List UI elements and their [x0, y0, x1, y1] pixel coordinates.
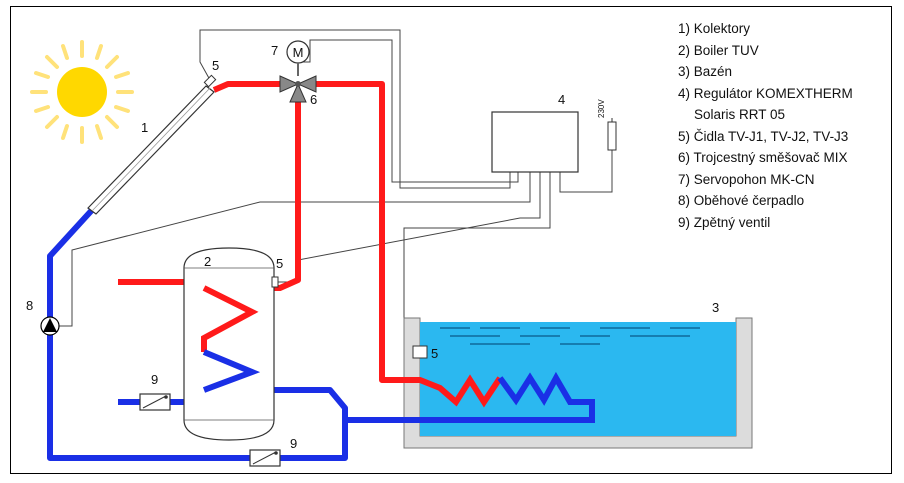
label-voltage: 230V: [597, 99, 606, 118]
power-supply-icon: [607, 118, 617, 151]
legend-item: Solaris RRT 05: [694, 107, 786, 122]
check-valve-icon: [139, 393, 171, 411]
motor-symbol: M: [293, 45, 304, 60]
legend-item: 3) Bazén: [678, 64, 733, 79]
pool: [403, 317, 753, 449]
label-sensor-pool: 5: [431, 346, 438, 361]
pump-icon: [40, 316, 60, 336]
legend-item: 6) Trojcestný směšovač MIX: [678, 150, 848, 165]
sun-icon: [30, 40, 134, 144]
boiler-tank: [183, 247, 275, 441]
legend-item: 9) Zpětný ventil: [678, 214, 771, 230]
label-servo: 7: [271, 43, 278, 58]
legend-item: 4) Regulátor KOMEXTHERM: [678, 85, 853, 101]
legend-item: 7) Servopohon MK-CN: [678, 171, 815, 187]
mixing-valve-icon: [279, 75, 317, 103]
legend-item: 2) Boiler TUV: [678, 42, 759, 58]
sensor-icon: [271, 276, 279, 288]
label-sensor-collector: 5: [212, 58, 219, 73]
label-sensor-boiler: 5: [276, 256, 283, 271]
legend-item: 5) Čidla TV-J1, TV-J2, TV-J3: [678, 128, 849, 144]
signal-wires: [58, 29, 613, 352]
sensor-icon: [203, 74, 217, 88]
regulator-box: [491, 111, 579, 173]
label-boiler: 2: [204, 254, 211, 269]
label-collector: 1: [141, 120, 148, 135]
sensor-icon: [412, 345, 428, 359]
label-check-valve-boiler: 9: [151, 372, 158, 387]
legend-item: 1) Kolektory: [678, 21, 751, 36]
legend-item: 8) Oběhové čerpadlo: [678, 193, 805, 208]
solar-collector: [87, 85, 215, 215]
label-check-valve-return: 9: [290, 436, 297, 451]
label-pump: 8: [26, 298, 33, 313]
legend: 1) Kolektory 2) Boiler TUV 3) Bazén 4) R…: [678, 18, 888, 233]
label-pool: 3: [712, 300, 719, 315]
label-mixer: 6: [310, 92, 317, 107]
motor-icon: M: [286, 40, 310, 76]
check-valve-icon: [249, 449, 281, 467]
label-regulator: 4: [558, 92, 565, 107]
